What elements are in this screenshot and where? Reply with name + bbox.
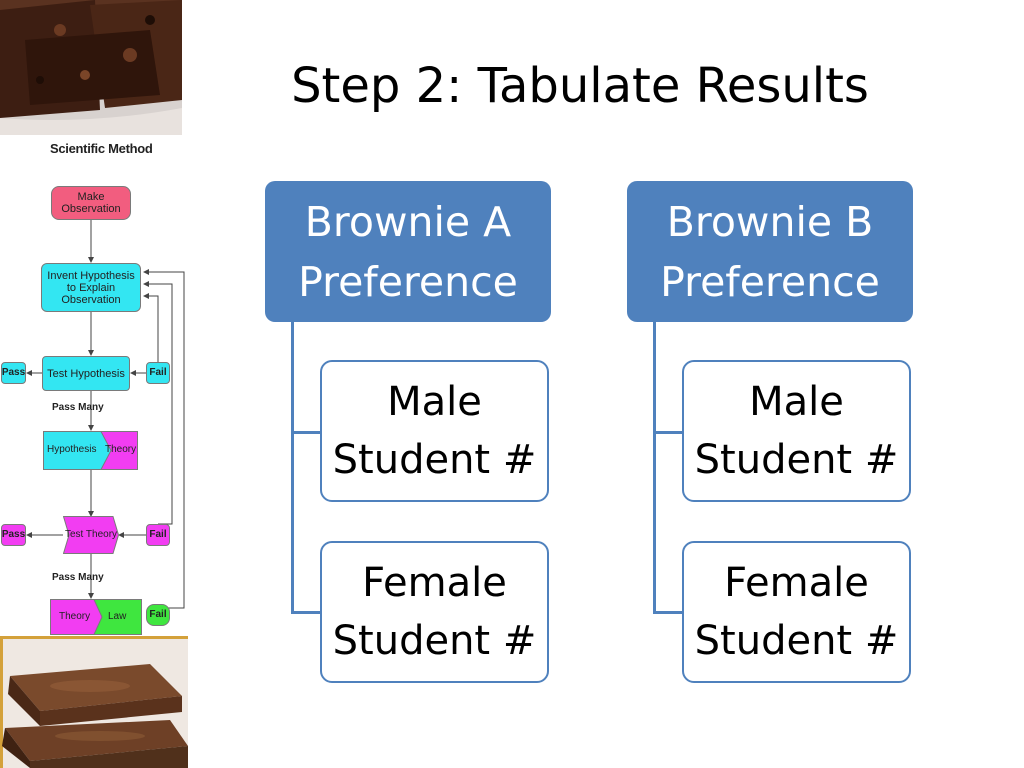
brownie-b-connector-vertical [653,322,656,613]
fail-node-2: Fail [146,524,170,546]
pass-node-1: Pass [1,362,26,384]
brownie-a-connector-female [291,611,321,614]
brownie-b-female-line-2: Student # [694,618,899,664]
fail-node-3: Fail [146,604,170,626]
brownie-photo-bottom [0,636,188,768]
theory-law-theory-label: Theory [59,611,91,622]
brownie-b-male-box: Male Student # [682,360,911,502]
brownie-b-connector-male [653,431,683,434]
brownie-b-female-line-1: Female [724,560,869,606]
brownie-b-header-line-2: Preference [660,257,880,306]
brownie-a-header-line-2: Preference [298,257,518,306]
invent-hypothesis-line-1: Invent Hypothesis [47,269,135,282]
brownie-a-male-line-2: Student # [332,437,537,483]
hypothesis-theory-node: Hypothesis Theory [43,431,138,470]
brownie-a-header: Brownie A Preference [265,181,551,322]
brownie-b-header-line-1: Brownie B [666,197,874,246]
theory-law-node: Theory Law [50,599,142,635]
brownie-a-male-line-1: Male [387,379,482,425]
brownie-a-female-box: Female Student # [320,541,549,683]
invent-hypothesis-node: Invent Hypothesis to Explain Observation [41,263,141,312]
fail-node-1: Fail [146,362,170,384]
hypothesis-label: Hypothesis [47,444,97,455]
brownie-a-connector-vertical [291,322,294,613]
test-theory-node: Test Theory [63,516,119,554]
make-observation-node: Make Observation [51,186,131,220]
brownie-photo-top [0,0,182,135]
brownie-b-female-box: Female Student # [682,541,911,683]
brownie-b-connector-female [653,611,683,614]
flowchart-title: Scientific Method [50,141,153,156]
pass-node-2: Pass [1,524,26,546]
pass-many-label-1: Pass Many [52,402,104,413]
test-hypothesis-node: Test Hypothesis [42,356,130,391]
brownie-b-male-line-2: Student # [694,437,899,483]
brownie-a-female-line-1: Female [362,560,507,606]
brownie-a-female-line-2: Student # [332,618,537,664]
brownie-b-header: Brownie B Preference [627,181,913,322]
brownie-a-connector-male [291,431,321,434]
slide-title: Step 2: Tabulate Results [291,58,869,114]
pass-many-label-2: Pass Many [52,572,104,583]
invent-hypothesis-line-2: to Explain Observation [61,281,121,306]
sidebar: Scientific Method Make Observation Inven… [0,0,190,768]
brownie-a-male-box: Male Student # [320,360,549,502]
brownie-a-header-line-1: Brownie A [304,197,512,246]
brownie-b-male-line-1: Male [749,379,844,425]
test-theory-label: Test Theory [64,529,118,540]
theory-label: Theory [105,444,137,455]
law-label: Law [108,611,127,622]
